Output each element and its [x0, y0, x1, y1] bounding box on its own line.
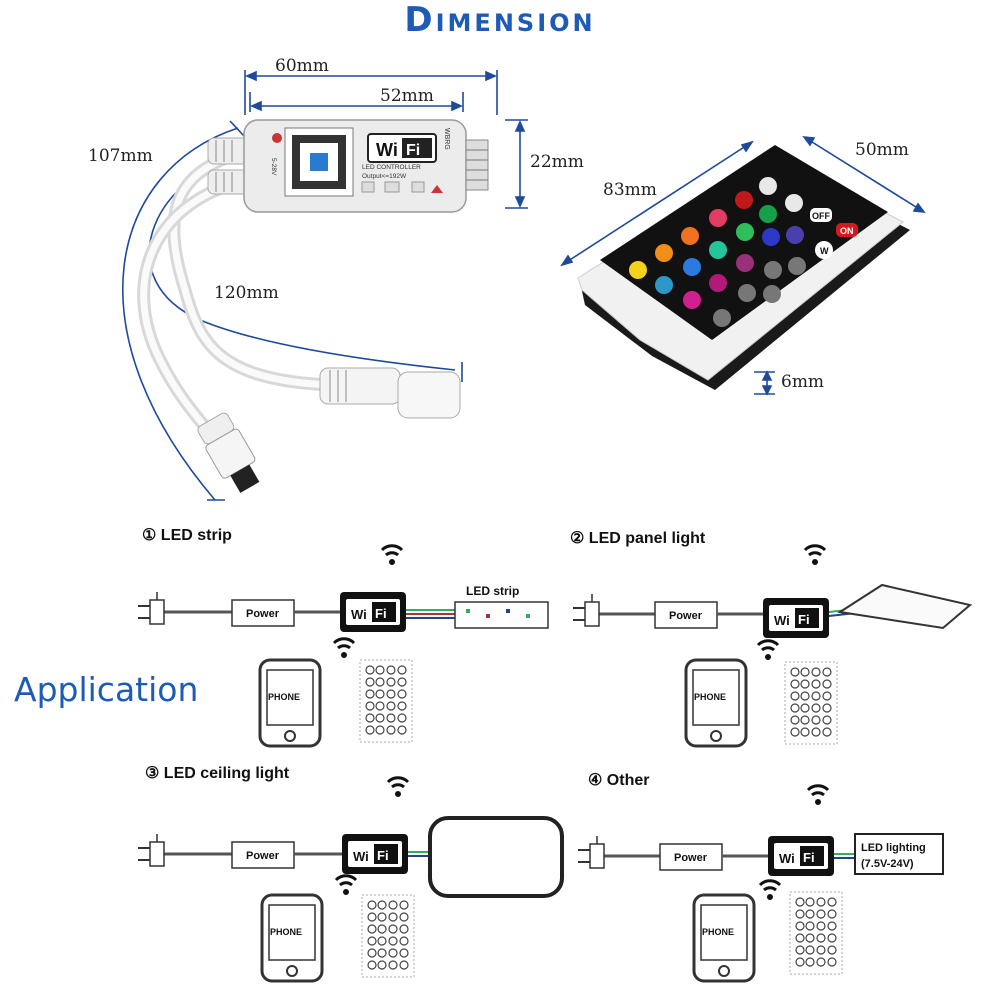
dim-52mm: 52mm [380, 86, 434, 106]
dim-60mm: 60mm [275, 56, 329, 76]
remote-w-label: W [820, 246, 829, 256]
s4-wifi-f: Fi [803, 850, 815, 865]
dim-22mm: 22mm [530, 152, 584, 172]
remote-on-label: ON [840, 226, 854, 236]
application-diagrams: Power Wi Fi LED strip PHONE Power Wi Fi … [137, 544, 973, 983]
dim-50mm: 50mm [855, 140, 909, 160]
dim-6mm: 6mm [781, 372, 825, 392]
s1-phone-label: PHONE [268, 692, 300, 702]
dim-83mm: 83mm [603, 180, 657, 200]
controller-subtitle: LED CONTROLLER [362, 164, 421, 171]
page-title: Dimension [404, 0, 596, 40]
controller-pins: WBRG [443, 128, 450, 150]
controller-output: Output<=192W [362, 173, 407, 180]
controller-wifi-f: Fi [406, 142, 420, 159]
section-2-title: ② LED panel light [570, 530, 706, 547]
section-4-title: ④ Other [588, 772, 650, 789]
remote-off-label: OFF [812, 211, 830, 221]
s4-device-label-1: LED lighting [861, 842, 926, 854]
s3-phone-label: PHONE [270, 927, 302, 937]
s1-power-label: Power [246, 608, 280, 620]
s4-phone-label: PHONE [702, 927, 734, 937]
s2-phone-label: PHONE [694, 692, 726, 702]
s1-wifi-w: Wi [351, 607, 367, 622]
s4-device-label-2: (7.5V-24V) [861, 858, 914, 870]
s4-power-label: Power [674, 852, 708, 864]
s2-wifi-f: Fi [798, 612, 810, 627]
section-3-title: ③ LED ceiling light [145, 765, 290, 782]
controller-wifi-w: Wi [376, 140, 398, 160]
remote-illustration: OFF ON W [560, 136, 926, 396]
s1-device-label: LED strip [466, 584, 519, 598]
application-heading: Application [14, 670, 199, 709]
s3-wifi-w: Wi [353, 849, 369, 864]
section-1-title: ① LED strip [142, 527, 232, 544]
dim-107mm: 107mm [88, 146, 153, 166]
s2-power-label: Power [669, 610, 703, 622]
dim-120mm: 120mm [214, 283, 279, 303]
s1-wifi-f: Fi [375, 606, 387, 621]
s3-wifi-f: Fi [377, 848, 389, 863]
s4-wifi-w: Wi [779, 851, 795, 866]
s3-power-label: Power [246, 850, 280, 862]
controller-voltage: 5-28V [270, 158, 277, 176]
controller-illustration: Wi Fi LED CONTROLLER Output<=192W 5-28V … [122, 70, 528, 501]
s2-wifi-w: Wi [774, 613, 790, 628]
